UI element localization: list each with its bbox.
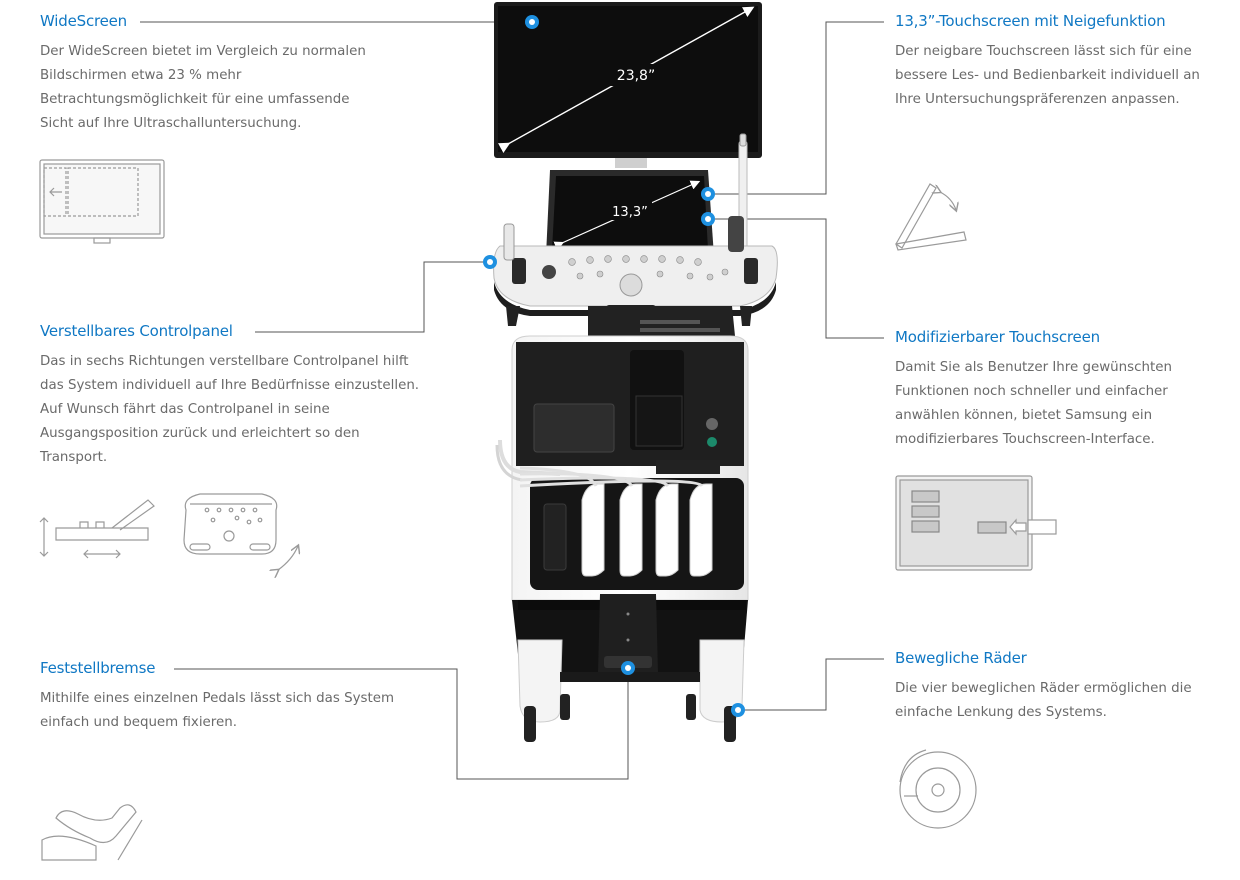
- leader-lines: [140, 21, 884, 780]
- feature-tilt: 13,3”-Touchscreen mit Neigefunktion Der …: [895, 12, 1225, 112]
- leader-wheels: [738, 658, 884, 711]
- dot-wheels: [731, 703, 745, 717]
- tilt-icon: [895, 183, 967, 251]
- feature-title: Bewegliche Räder: [895, 649, 1027, 667]
- feature-text: Der WideScreen bietet im Vergleich zu no…: [40, 44, 366, 131]
- feature-title: 13,3”-Touchscreen mit Neigefunktion: [895, 12, 1166, 30]
- brake-pedal-icon: [41, 804, 143, 861]
- widescreen-icon: [39, 159, 165, 244]
- feature-text: Damit Sie als Benutzer Ihre gewünschten …: [895, 360, 1172, 447]
- feature-text: Die vier beweglichen Räder ermöglichen d…: [895, 681, 1192, 720]
- touchscreen-ui-icon: [895, 475, 1057, 571]
- feature-touch: Modifizierbarer Touchscreen Damit Sie al…: [895, 328, 1195, 452]
- wheels: [524, 672, 736, 742]
- dot-brake: [621, 661, 635, 675]
- feature-controlpanel: Verstellbares Controlpanel Das in sechs …: [40, 322, 425, 470]
- leader-tilt: [708, 21, 884, 195]
- controlpanel-top-icon: [183, 493, 298, 570]
- touch-size-label: 13,3”: [612, 205, 648, 220]
- feature-title: Modifizierbarer Touchscreen: [895, 328, 1100, 346]
- brake-pedal: [598, 594, 658, 674]
- feature-text: Der neigbare Touchscreen lässt sich für …: [895, 44, 1200, 107]
- monitor-neck: [615, 158, 647, 168]
- trackball: [619, 273, 643, 297]
- feature-text: Das in sechs Richtungen verstellbare Con…: [40, 354, 420, 465]
- feature-title: Verstellbares Controlpanel: [40, 322, 233, 340]
- feature-brake: Feststellbremse Mithilfe eines einzelnen…: [40, 659, 420, 735]
- ultrasound-device: 23,8” 13,3”: [493, 2, 778, 742]
- dot-tilt: [701, 187, 715, 201]
- leader-brake: [174, 668, 629, 780]
- feature-title: WideScreen: [40, 12, 127, 30]
- feature-text: Mithilfe eines einzelnen Pedals lässt si…: [40, 691, 395, 730]
- dot-widescreen: [525, 15, 539, 29]
- dot-controlpanel: [483, 255, 497, 269]
- dot-touch: [701, 212, 715, 226]
- hotspot-dots[interactable]: [483, 15, 745, 717]
- monitor-size-label: 23,8”: [617, 68, 655, 84]
- leader-controlpanel: [255, 261, 490, 333]
- wheel-icon: [899, 749, 977, 829]
- feature-widescreen: WideScreen Der WideScreen bietet im Verg…: [40, 12, 380, 136]
- controlpanel-height-icon: [39, 499, 155, 559]
- leader-touch: [708, 218, 884, 339]
- feature-wheels: Bewegliche Räder Die vier beweglichen Rä…: [895, 649, 1225, 725]
- feature-title: Feststellbremse: [40, 659, 156, 677]
